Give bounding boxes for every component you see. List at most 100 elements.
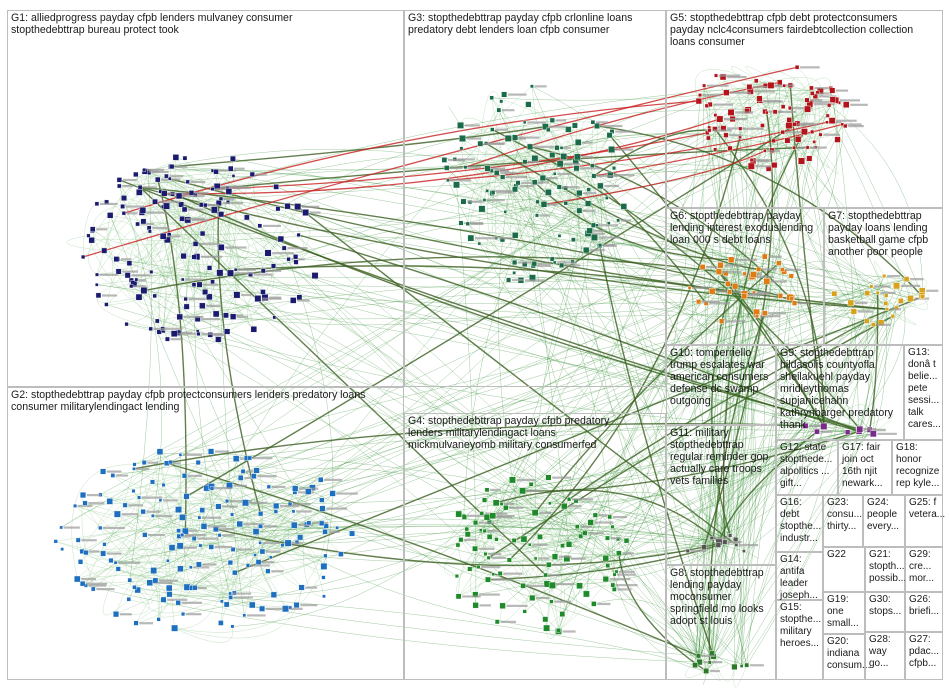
node-g3: [457, 121, 464, 129]
node-g11: [709, 536, 714, 540]
group-box-g29: G29: cre... mor...: [905, 547, 943, 592]
node-label-mark: [88, 584, 107, 587]
node-label-mark: [713, 103, 733, 106]
edge: [492, 139, 799, 516]
edge: [713, 275, 792, 657]
edge: [738, 266, 745, 297]
edge: [203, 320, 868, 527]
node-label-mark: [836, 119, 857, 122]
edge: [131, 279, 868, 305]
edge: [729, 148, 745, 667]
group-box-g23: G23: consu... thirty...: [823, 495, 863, 547]
edge: [155, 513, 261, 581]
edge: [703, 112, 774, 548]
node-g11: [685, 548, 690, 553]
node-g5: [810, 91, 815, 96]
node-g1: [196, 331, 201, 337]
node-label-mark: [121, 513, 139, 516]
edge: [235, 458, 302, 588]
node-g2: [137, 495, 141, 500]
edge: [170, 461, 326, 557]
node-g4: [531, 509, 539, 517]
node-g2: [318, 477, 324, 483]
edge: [93, 513, 261, 590]
edge: [704, 147, 752, 161]
node-g3: [605, 196, 609, 200]
edge: [526, 497, 550, 538]
node-label-mark: [506, 176, 528, 179]
node-label-mark: [134, 285, 147, 288]
node-label-mark: [183, 315, 204, 319]
edge: [522, 490, 608, 541]
node-g4: [479, 511, 484, 516]
node-g3: [522, 159, 528, 165]
node-label-mark: [262, 224, 281, 228]
node-label-mark: [479, 604, 491, 607]
node-label-mark: [491, 516, 513, 519]
edge: [842, 124, 923, 297]
node-g2: [284, 539, 292, 547]
node-label-mark: [709, 669, 720, 673]
node-g5: [763, 149, 767, 153]
node-g5: [794, 136, 802, 143]
node-g3: [608, 146, 616, 153]
node-g1: [161, 190, 168, 197]
node-g3: [552, 260, 557, 265]
node-g2: [133, 620, 139, 626]
node-g1: [181, 206, 188, 213]
node-g2: [306, 520, 312, 526]
edge: [129, 192, 192, 264]
node-g3: [493, 170, 500, 176]
node-g5: [695, 98, 702, 105]
edge: [512, 479, 562, 586]
node-g1: [124, 272, 131, 279]
node-g1: [281, 245, 287, 251]
node-g4: [623, 537, 630, 544]
edge: [834, 293, 875, 434]
edge: [159, 451, 309, 524]
edge: [140, 186, 781, 297]
node-g1: [180, 277, 185, 282]
node-label-mark: [596, 224, 618, 227]
node-g8: [703, 668, 710, 674]
node-g3: [549, 152, 556, 158]
edge: [88, 235, 199, 335]
edge: [129, 209, 185, 264]
node-g5: [760, 123, 765, 128]
node-g4: [567, 497, 572, 502]
node-label-mark: [280, 504, 300, 508]
node-g5: [764, 110, 769, 115]
node-g3: [482, 198, 487, 202]
edge: [126, 323, 712, 539]
node-g4: [482, 528, 487, 533]
node-g1: [230, 313, 237, 320]
node-label-mark: [536, 264, 552, 267]
node-g4: [494, 537, 499, 542]
edge: [446, 167, 726, 274]
node-g2: [152, 577, 159, 584]
node-g1: [230, 155, 236, 162]
edge: [689, 251, 792, 288]
edge: [549, 320, 868, 504]
node-g7: [864, 318, 870, 324]
node-g1: [273, 184, 279, 190]
node-label-mark: [496, 191, 515, 194]
edge: [764, 100, 838, 155]
node-label-mark: [474, 237, 497, 240]
node-label-mark: [725, 320, 746, 323]
edge: [219, 272, 245, 616]
node-label-mark: [524, 279, 545, 282]
node-g2: [175, 600, 181, 606]
node-g4: [549, 599, 554, 604]
node-g1: [225, 188, 233, 195]
node-label-mark: [571, 557, 586, 560]
edge: [110, 560, 274, 595]
node-label-mark: [147, 461, 159, 464]
edge: [143, 256, 720, 292]
node-g11: [742, 549, 746, 553]
edge: [299, 297, 700, 663]
edge: [505, 185, 535, 264]
node-g5: [706, 135, 711, 141]
edge: [230, 539, 462, 598]
node-label-mark: [692, 286, 712, 289]
